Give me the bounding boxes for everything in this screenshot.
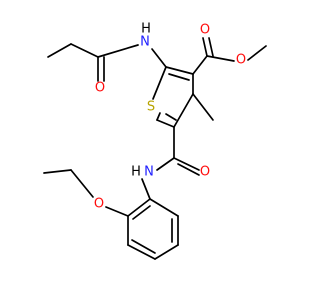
bond: [177, 163, 200, 176]
canvas-background: [0, 0, 300, 300]
bond: [165, 66, 194, 75]
bond: [70, 43, 99, 58]
bond: [192, 93, 214, 121]
amide-nitrogen-bottom-label: N: [144, 165, 154, 180]
bond: [43, 169, 72, 174]
bond: [156, 119, 175, 128]
bond: [208, 37, 214, 57]
bond: [151, 48, 167, 68]
bond: [173, 157, 200, 171]
bond: [206, 55, 235, 62]
bond: [47, 43, 72, 58]
bonds: [43, 37, 267, 260]
ester-methoxy-oxygen-label: O: [236, 53, 246, 68]
bond: [202, 37, 208, 57]
atom-labels: N H O O O S N H O O: [94, 22, 246, 212]
molecule-structure: N H O O O S N H O O: [0, 0, 300, 300]
bond: [168, 73, 190, 81]
ethoxy-oxygen-label: O: [94, 197, 104, 212]
thiophene-sulfur-label: S: [147, 100, 155, 115]
bond: [165, 113, 177, 121]
bond: [132, 205, 151, 220]
bond: [141, 178, 151, 200]
amide-hydrogen-top-label: H: [141, 22, 151, 37]
bond: [154, 244, 179, 260]
bond: [105, 206, 129, 217]
bond: [152, 66, 167, 100]
amide-oxygen-bottom-label: O: [200, 165, 210, 180]
bond: [70, 169, 94, 198]
bond: [127, 244, 156, 260]
bond: [156, 157, 175, 171]
bond: [173, 93, 194, 128]
bond: [131, 239, 156, 254]
bond: [97, 44, 139, 58]
bond: [127, 198, 151, 217]
amide-hydrogen-bottom-label: H: [131, 165, 141, 180]
bond: [192, 55, 208, 75]
bond: [247, 45, 267, 61]
ester-carbonyl-oxygen-label: O: [200, 23, 210, 38]
bond: [149, 198, 179, 217]
propanoyl-oxygen-label: O: [95, 81, 105, 96]
amide-nitrogen-top-label: N: [140, 35, 150, 50]
bond: [156, 112, 161, 121]
